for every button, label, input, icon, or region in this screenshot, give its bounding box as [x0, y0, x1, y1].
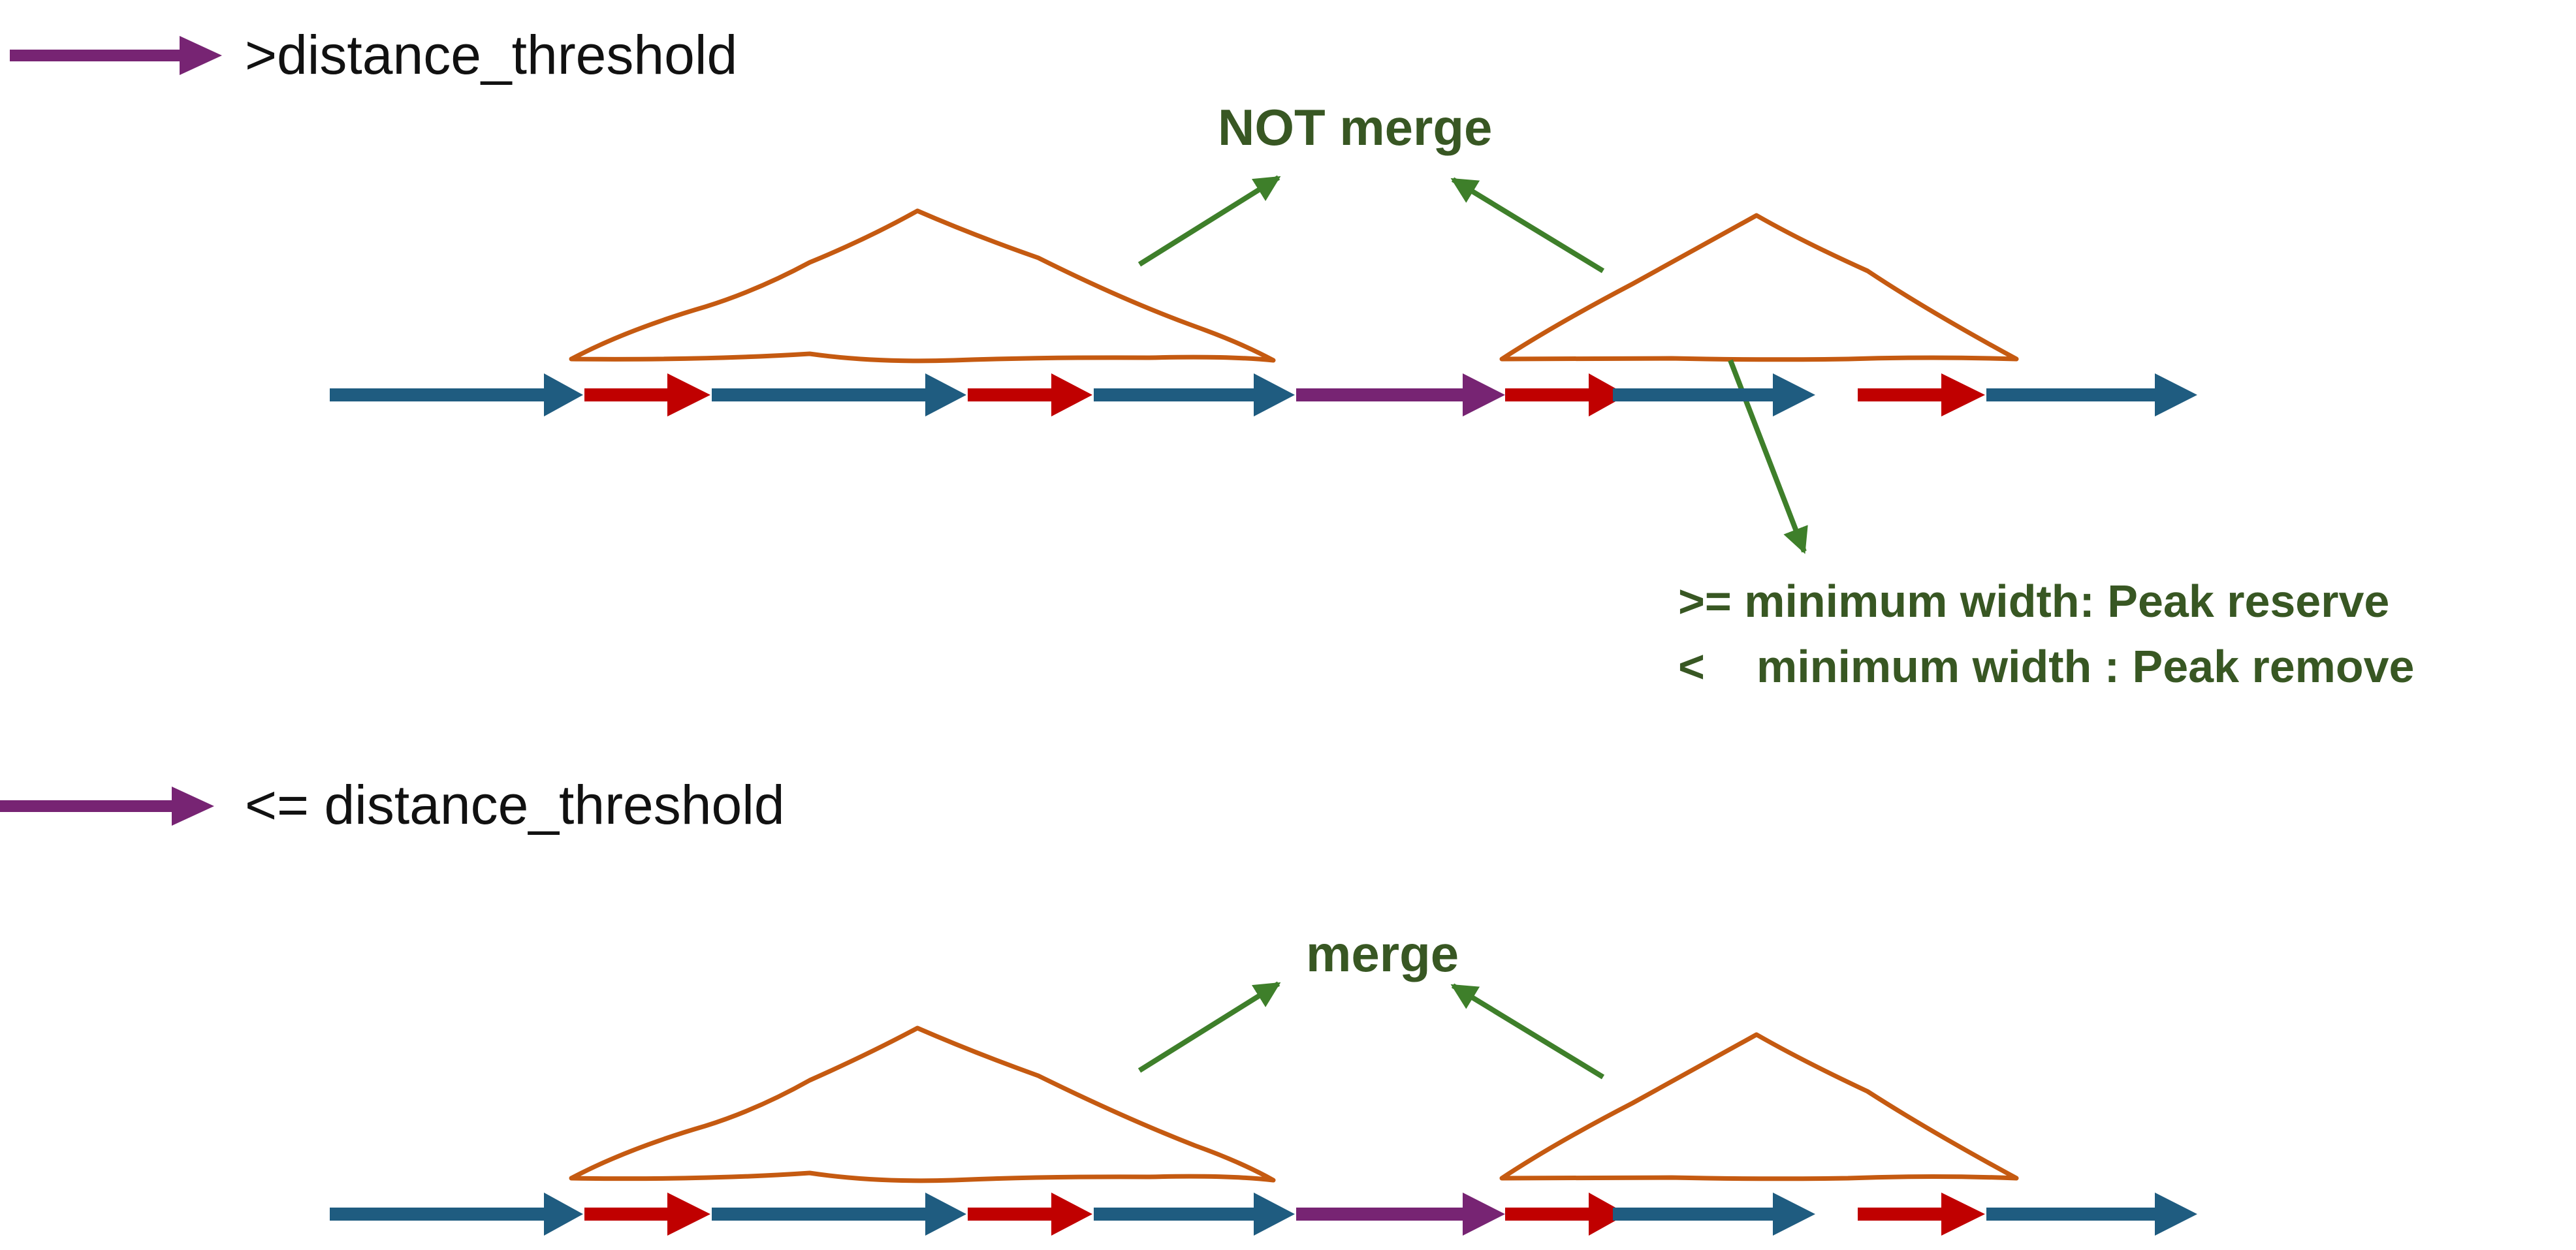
- top-panel: NOT merge >= minimum width: Peak reserve…: [330, 99, 2414, 692]
- top-track-arrowhead-blue-2: [925, 373, 966, 416]
- bottom-merge-arrow-right: [1450, 983, 1605, 1080]
- bottom-right-peak: [1499, 1032, 2019, 1181]
- bottom-track-arrowhead-red-2: [1051, 1193, 1092, 1236]
- bottom-track-arrowhead-purple: [1463, 1193, 1505, 1236]
- top-track-arrowhead-red-3: [1589, 373, 1627, 416]
- top-track-arrowhead-blue-1: [544, 373, 583, 416]
- bottom-track: [330, 1193, 2197, 1236]
- top-merge-arrow-right: [1450, 177, 1605, 273]
- legend-label-less-equal: <= distance_threshold: [245, 774, 785, 836]
- top-track-arrowhead-purple: [1463, 373, 1505, 416]
- top-right-peak: [1499, 213, 2019, 362]
- top-track-arrowhead-red-1: [667, 373, 710, 416]
- top-track-arrowhead-red-2: [1051, 373, 1092, 416]
- bottom-track-arrowhead-blue-5: [2155, 1193, 2197, 1236]
- bottom-merge-label: merge: [1306, 925, 1459, 982]
- legend-purple-arrowhead-top: [180, 36, 222, 75]
- legend-less-equal: <= distance_threshold: [0, 774, 785, 836]
- bottom-track-arrowhead-red-1: [667, 1193, 710, 1236]
- bottom-track-arrowhead-red-3: [1589, 1193, 1627, 1236]
- legend-greater: >distance_threshold: [10, 24, 737, 86]
- bottom-panel: merge: [330, 925, 2197, 1236]
- bottom-track-arrowhead-blue-2: [925, 1193, 966, 1236]
- top-track-arrowhead-blue-5: [2155, 373, 2197, 416]
- legend-purple-arrowhead-bottom: [172, 787, 214, 826]
- bottom-track-arrowhead-blue-4: [1773, 1193, 1815, 1236]
- top-left-peak: [569, 208, 1276, 364]
- top-track: [330, 373, 2197, 416]
- top-track-arrowhead-blue-3: [1254, 373, 1295, 416]
- top-note-line-1: >= minimum width: Peak reserve: [1678, 576, 2389, 627]
- bottom-track-arrowhead-red-4: [1941, 1193, 1985, 1236]
- top-merge-arrow-left: [1137, 175, 1281, 267]
- bottom-merge-arrow-left: [1137, 981, 1281, 1073]
- top-note-line-2-prefix: <: [1678, 641, 1705, 692]
- top-track-arrowhead-red-4: [1941, 373, 1985, 416]
- legend-label-greater: >distance_threshold: [245, 24, 737, 86]
- bottom-left-peak: [569, 1025, 1276, 1183]
- bottom-track-arrowhead-blue-1: [544, 1193, 583, 1236]
- top-track-arrowhead-blue-4: [1773, 373, 1815, 416]
- top-not-merge-label: NOT merge: [1218, 99, 1492, 156]
- bottom-track-arrowhead-blue-3: [1254, 1193, 1295, 1236]
- top-note-line-2-text: minimum width : Peak remove: [1757, 641, 2414, 692]
